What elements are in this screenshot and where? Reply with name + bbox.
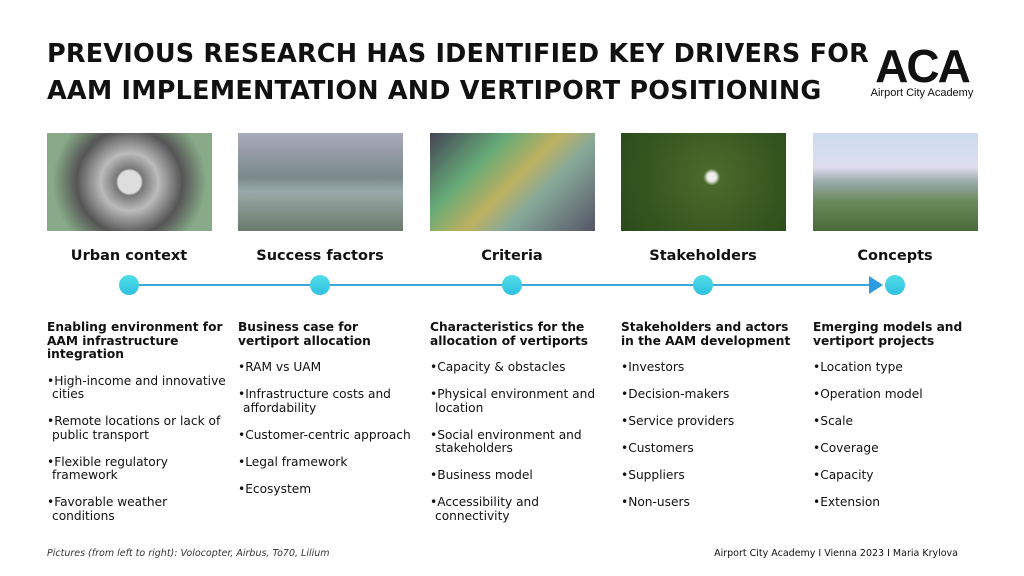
image-criteria — [430, 133, 595, 231]
list-item: Customer-centric approach — [238, 428, 420, 443]
image-concepts — [813, 133, 978, 231]
list-item: Non-users — [621, 495, 803, 510]
column-success-factors: Business case for vertiport allocation R… — [238, 320, 420, 510]
list-item: Coverage — [813, 441, 995, 456]
timeline-dot — [310, 275, 330, 295]
heading-concepts: Concepts — [857, 248, 933, 264]
list-item: Operation model — [813, 387, 995, 402]
image-urban-context — [47, 133, 212, 231]
timeline-dot — [693, 275, 713, 295]
slide-title: PREVIOUS RESEARCH HAS IDENTIFIED KEY DRI… — [47, 39, 869, 106]
list-item: Location type — [813, 360, 995, 375]
footer-attribution: Airport City Academy I Vienna 2023 I Mar… — [714, 548, 958, 559]
list-item: Favorable weather conditions — [47, 495, 229, 523]
picture-credits: Pictures (from left to right): Volocopte… — [47, 548, 330, 559]
list-item: Accessibility and connectivity — [430, 495, 612, 523]
timeline-dot — [885, 275, 905, 295]
heading-stakeholders: Stakeholders — [649, 248, 757, 264]
list-item: Extension — [813, 495, 995, 510]
column-criteria: Characteristics for the allocation of ve… — [430, 320, 612, 537]
list-item: Suppliers — [621, 468, 803, 483]
list-item: Social environment and stakeholders — [430, 428, 612, 456]
list-item: Scale — [813, 414, 995, 429]
list-item: RAM vs UAM — [238, 360, 420, 375]
list-item: Flexible regulatory framework — [47, 455, 229, 483]
column-concepts: Emerging models and vertiport projects L… — [813, 320, 995, 523]
column-urban-context: Enabling environment for AAM infrastruct… — [47, 320, 229, 537]
list-item: Service providers — [621, 414, 803, 429]
timeline-dot — [502, 275, 522, 295]
list-item: Investors — [621, 360, 803, 375]
heading-urban-context: Urban context — [70, 248, 188, 264]
aca-logo: ACA Airport City Academy — [870, 40, 974, 99]
heading-criteria: Criteria — [481, 248, 543, 264]
column-stakeholders: Stakeholders and actors in the AAM devel… — [621, 320, 803, 523]
list-item: Ecosystem — [238, 482, 420, 497]
timeline-arrow-icon — [869, 276, 883, 294]
list-item: Business model — [430, 468, 612, 483]
list-item: Capacity & obstacles — [430, 360, 612, 375]
list-item: Remote locations or lack of public trans… — [47, 414, 229, 442]
list-item: Infrastructure costs and affordability — [238, 387, 420, 415]
image-stakeholders — [621, 133, 786, 231]
list-item: Legal framework — [238, 455, 420, 470]
heading-success-factors: Success factors — [256, 248, 384, 264]
list-item: Decision-makers — [621, 387, 803, 402]
list-item: High-income and innovative cities — [47, 374, 229, 402]
list-item: Physical environment and location — [430, 387, 612, 415]
list-item: Capacity — [813, 468, 995, 483]
list-item: Customers — [621, 441, 803, 456]
timeline-dot — [119, 275, 139, 295]
image-success-factors — [238, 133, 403, 231]
